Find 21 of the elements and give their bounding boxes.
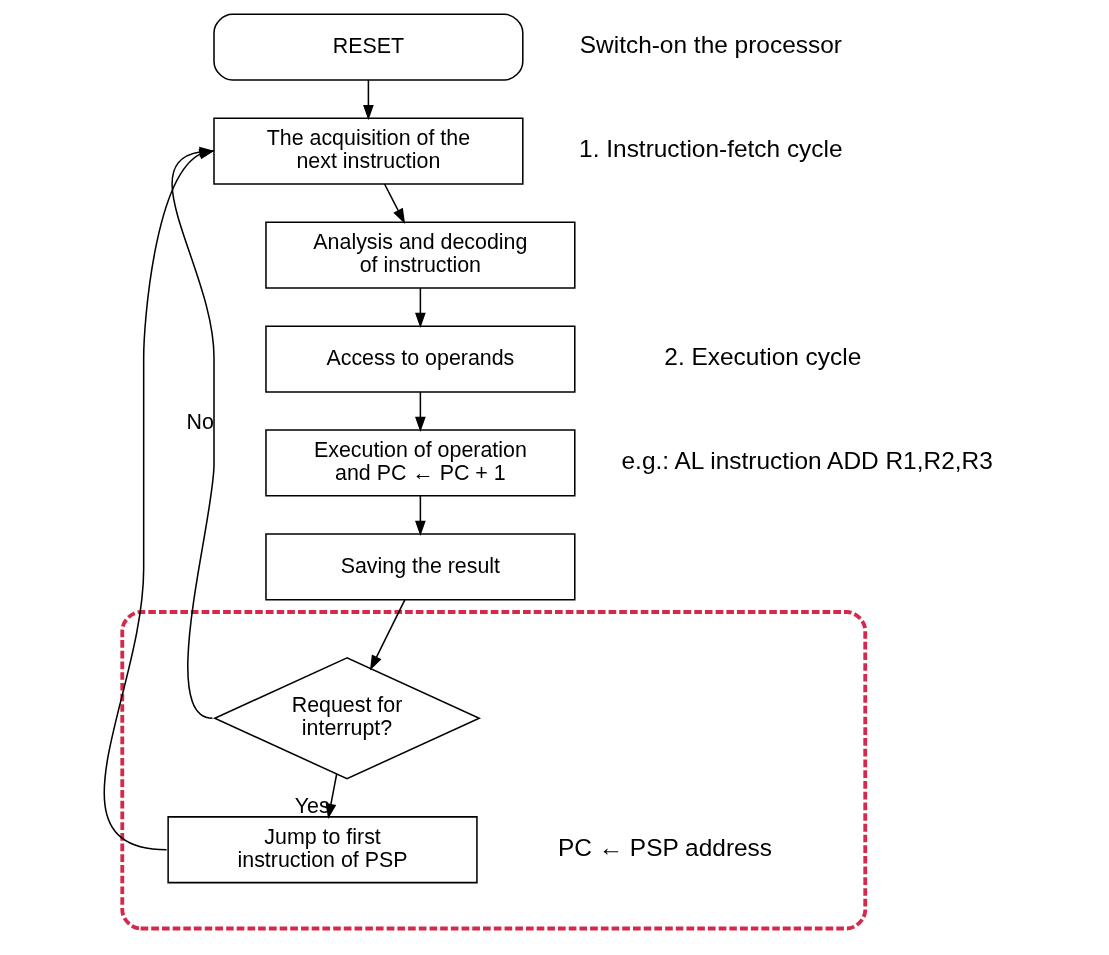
arrow	[362, 79, 374, 121]
label: 2. Execution cycle	[663, 342, 861, 370]
node-diamond: Request for interrupt?	[212, 657, 481, 780]
node-box: The acquisition of the next instruction	[212, 117, 524, 185]
arrow	[414, 287, 426, 329]
arrow	[383, 183, 405, 224]
node-label: Switch-on the processor	[579, 30, 842, 58]
node-box: Execution of operation and PC ← PC + 1	[264, 429, 576, 497]
node-label: 1. Instruction-fetch cycle	[578, 134, 843, 162]
edge-label: No	[186, 409, 214, 434]
arrow	[369, 599, 406, 671]
arrow	[414, 495, 426, 536]
node-box: Analysis and decoding of instruction	[264, 221, 576, 289]
arrow	[414, 391, 426, 433]
label: e.g.: AL instruction ADD R1,R2,R3	[621, 446, 993, 474]
node-box: Access to operands	[264, 325, 576, 393]
node-box: RESET	[212, 13, 524, 81]
node-label: PC ← PSP address	[557, 833, 772, 861]
node-box: Saving the result	[264, 533, 576, 601]
node-box: Jump to first instruction of PSP	[166, 816, 478, 884]
cluster	[119, 610, 867, 931]
